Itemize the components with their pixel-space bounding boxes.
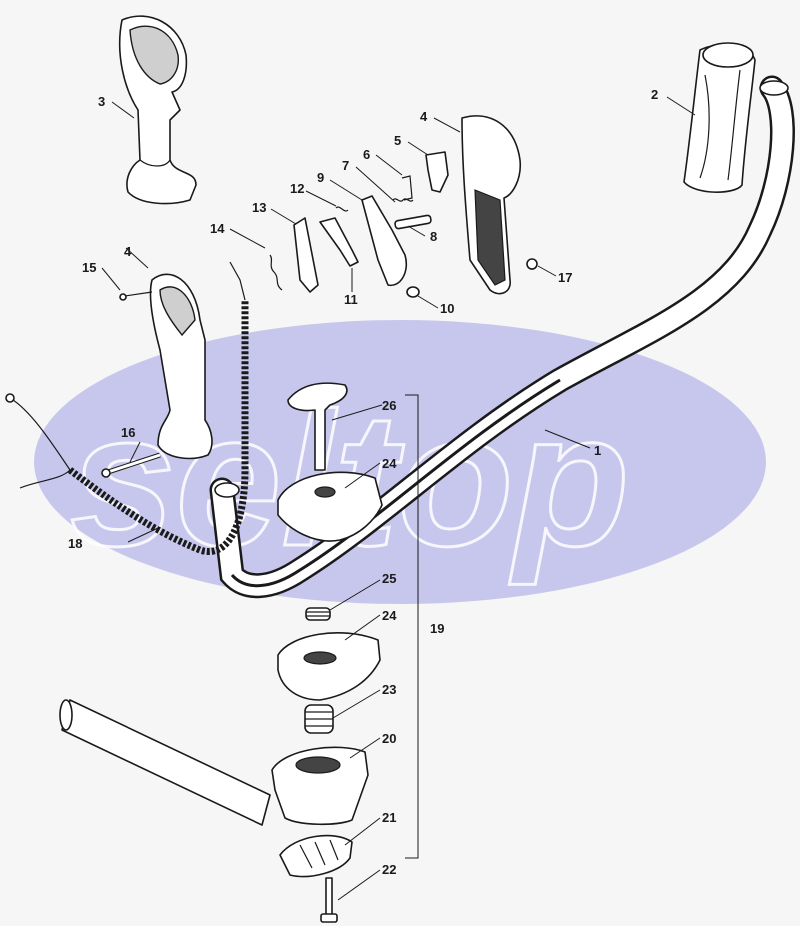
part-20-clamp-base: [271, 746, 369, 826]
assembly-19-bracket: [405, 394, 419, 859]
callout-5: 5: [394, 133, 401, 148]
part-21-clamp-bottom: [279, 834, 353, 878]
part-17-nut: [526, 258, 538, 270]
callout-20: 20: [382, 731, 396, 746]
callout-4-left: 4: [124, 244, 132, 259]
part-15-screw: [119, 291, 153, 301]
callout-24-mid: 24: [382, 608, 397, 623]
callout-11: 11: [344, 292, 358, 307]
part-1-loop-handle: [209, 75, 795, 599]
callout-22: 22: [382, 862, 396, 877]
callout-2: 2: [651, 87, 658, 102]
callout-8: 8: [430, 229, 437, 244]
callout-12: 12: [290, 181, 304, 196]
part-4-handle-shell-right: [461, 115, 537, 295]
callout-21: 21: [382, 810, 396, 825]
part-5-trigger: [425, 151, 449, 193]
callout-24-top: 24: [382, 456, 397, 471]
part-7-spring: [392, 198, 414, 202]
callout-3: 3: [98, 94, 105, 109]
part-25-spring: [305, 607, 331, 621]
part-12-spring: [335, 206, 349, 212]
callout-13: 13: [252, 200, 266, 215]
callout-14: 14: [210, 221, 225, 236]
callout-6: 6: [363, 147, 370, 162]
part-24-clamp-mid: [277, 632, 381, 701]
callout-10: 10: [440, 301, 454, 316]
part-14-spring: [269, 254, 283, 291]
callout-9: 9: [317, 170, 324, 185]
part-26-wing-bolt: [287, 382, 348, 471]
callout-1: 1: [594, 443, 601, 458]
callout-19: 19: [430, 621, 444, 636]
part-2-grip: [683, 42, 756, 193]
part-24-clamp-top: [277, 471, 383, 542]
callout-18: 18: [68, 536, 82, 551]
part-10-washer: [406, 286, 420, 298]
leader-lines: [101, 96, 696, 901]
part-3-handle-housing: [118, 15, 197, 205]
part-11-lever: [319, 217, 359, 267]
part-22-screw: [320, 877, 338, 923]
callout-4-right: 4: [420, 109, 428, 124]
callout-23: 23: [382, 682, 396, 697]
part-16-bolt: [101, 452, 161, 478]
callout-7: 7: [342, 158, 349, 173]
callout-25: 25: [382, 571, 396, 586]
callout-17: 17: [558, 270, 572, 285]
part-9-lever: [361, 195, 407, 287]
part-4-handle-shell-left: [149, 273, 213, 460]
part-18-cable-harness: [5, 261, 249, 555]
callout-26: 26: [382, 398, 396, 413]
part-13-trigger: [293, 217, 319, 293]
shaft-tube: [59, 699, 271, 826]
callout-16: 16: [121, 425, 135, 440]
part-8-pin: [394, 214, 432, 230]
callout-15: 15: [82, 260, 96, 275]
part-23-spring: [304, 704, 334, 734]
part-6-spring: [401, 175, 413, 201]
